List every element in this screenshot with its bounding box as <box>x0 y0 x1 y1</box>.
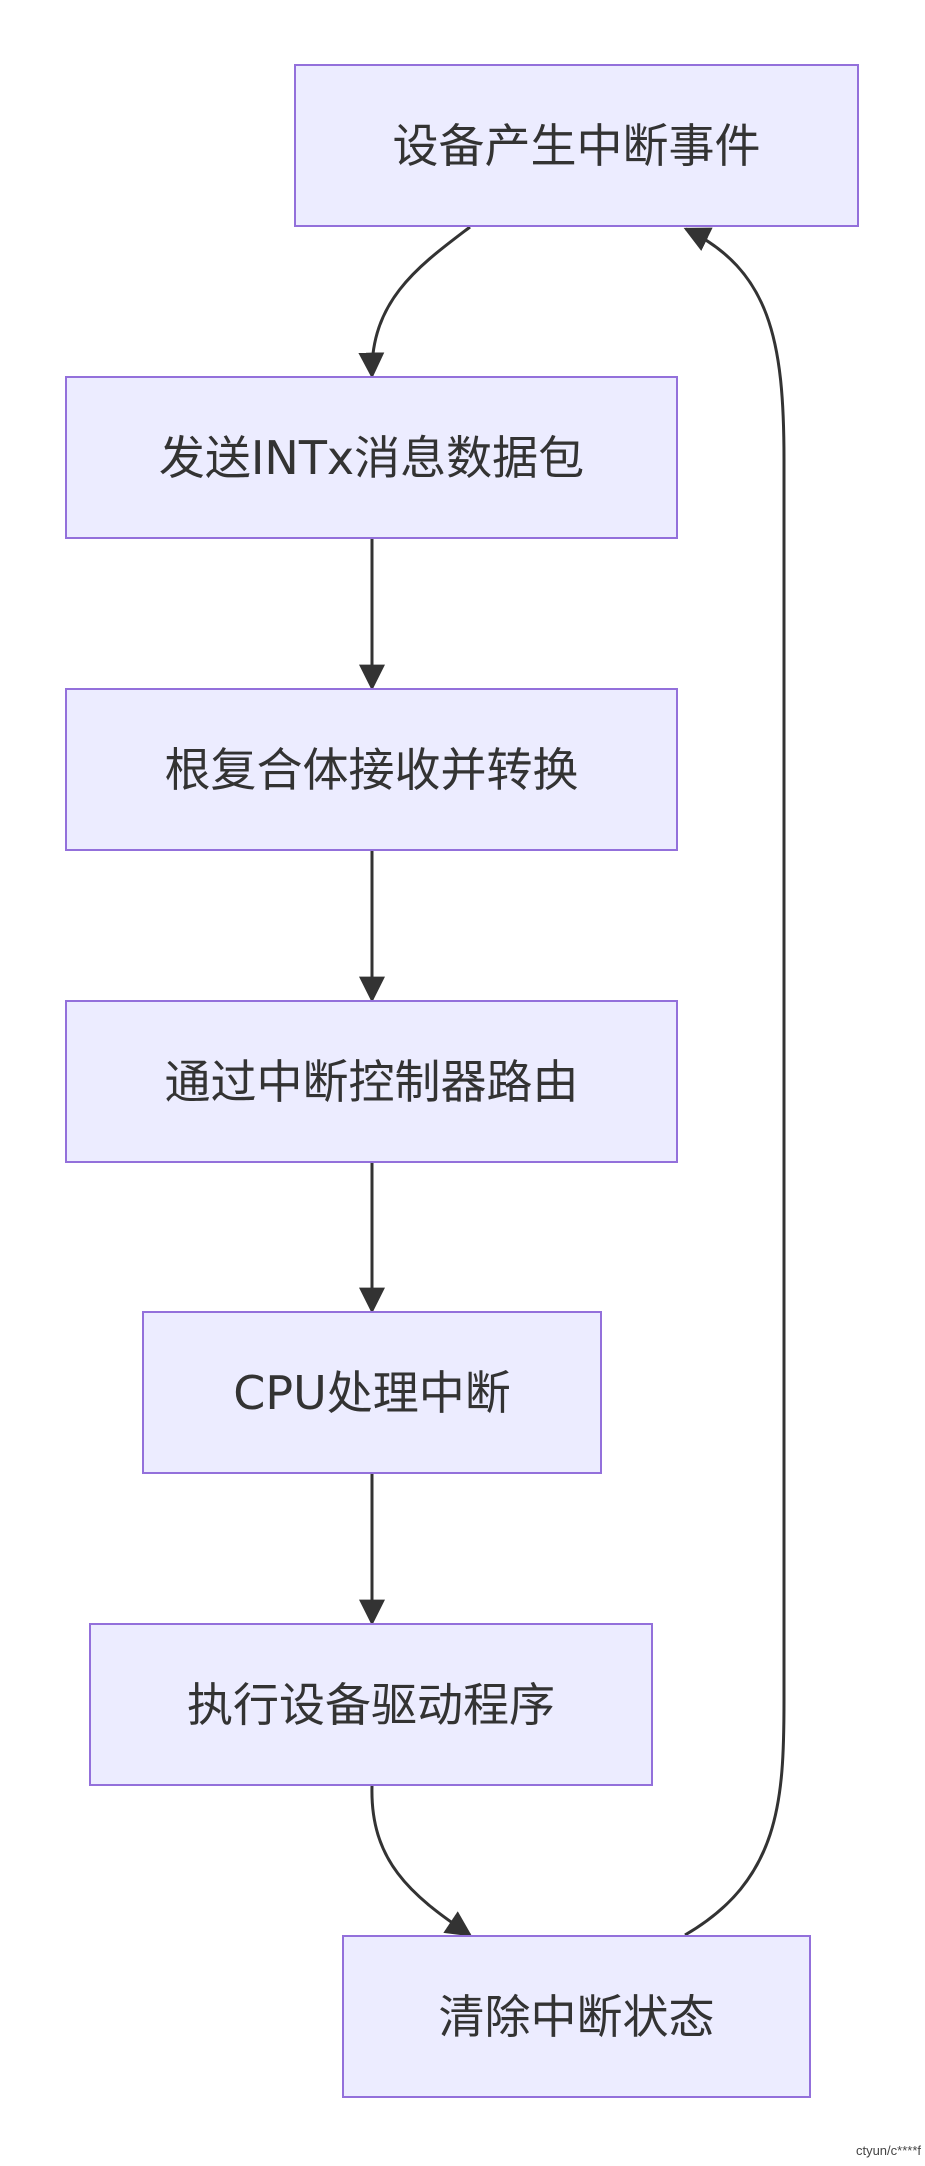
node-send-intx-message: 发送INTx消息数据包 <box>65 376 678 539</box>
node-device-interrupt-event: 设备产生中断事件 <box>294 64 859 227</box>
edge-n6-n7 <box>370 1785 473 1937</box>
node-label: 设备产生中断事件 <box>392 118 761 173</box>
edge-n1-n2 <box>358 225 471 379</box>
node-label: 发送INTx消息数据包 <box>158 430 585 485</box>
node-label: 清除中断状态 <box>438 1989 715 2044</box>
node-interrupt-controller-route: 通过中断控制器路由 <box>65 1000 678 1163</box>
node-root-complex-convert: 根复合体接收并转换 <box>65 688 678 851</box>
node-label: 执行设备驱动程序 <box>187 1677 555 1732</box>
edge-n7-n1 <box>683 227 786 1937</box>
node-cpu-handle-interrupt: CPU处理中断 <box>142 1311 602 1474</box>
node-label: 根复合体接收并转换 <box>164 742 579 797</box>
node-label: 通过中断控制器路由 <box>164 1054 579 1109</box>
watermark: ctyun/c****f <box>855 2143 921 2158</box>
node-label: CPU处理中断 <box>233 1365 511 1420</box>
node-run-device-driver: 执行设备驱动程序 <box>89 1623 653 1786</box>
node-clear-interrupt-state: 清除中断状态 <box>342 1935 811 2098</box>
